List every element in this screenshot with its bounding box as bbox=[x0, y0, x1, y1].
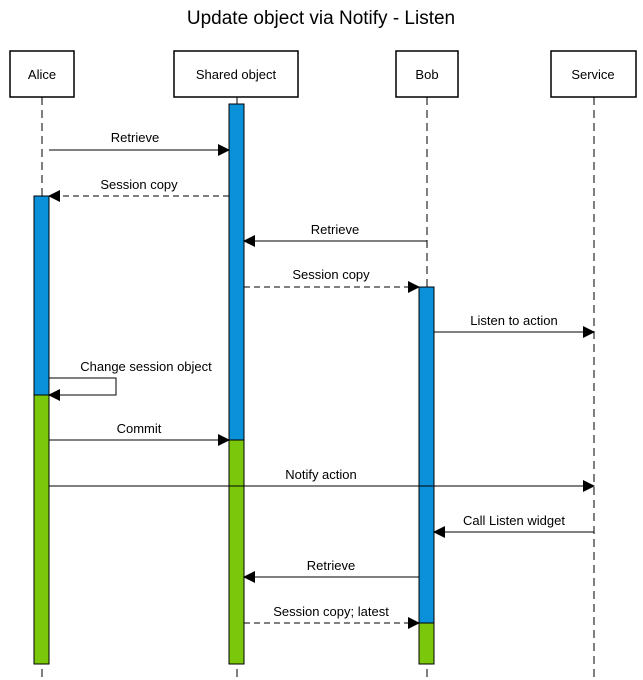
message-label: Retrieve bbox=[307, 558, 355, 573]
messages: Retrieve Session copy Retrieve Session c… bbox=[48, 130, 595, 629]
message-change-session-object: Change session object bbox=[48, 359, 212, 401]
activation-bob-1 bbox=[418, 286, 435, 624]
message-notify-action: Notify action bbox=[49, 467, 595, 492]
participant-shared-object-label: Shared object bbox=[196, 67, 277, 82]
participant-bob-label: Bob bbox=[415, 67, 438, 82]
activation-bars bbox=[33, 103, 435, 665]
participant-alice: Alice bbox=[9, 50, 75, 98]
message-label: Call Listen widget bbox=[463, 513, 565, 528]
message-session-copy-bob: Session copy bbox=[244, 267, 420, 293]
message-label: Session copy; latest bbox=[273, 604, 389, 619]
message-label: Retrieve bbox=[111, 130, 159, 145]
participant-service-label: Service bbox=[571, 67, 614, 82]
message-label: Listen to action bbox=[470, 313, 557, 328]
activation-alice-2 bbox=[33, 394, 50, 665]
message-label: Session copy bbox=[292, 267, 370, 282]
participant-service: Service bbox=[550, 50, 637, 98]
message-session-copy-alice: Session copy bbox=[48, 177, 229, 202]
message-label: Notify action bbox=[285, 467, 357, 482]
message-retrieve-alice: Retrieve bbox=[49, 130, 230, 156]
message-label: Change session object bbox=[80, 359, 212, 374]
participant-shared-object: Shared object bbox=[173, 50, 299, 98]
message-label: Session copy bbox=[100, 177, 178, 192]
participant-bob: Bob bbox=[395, 50, 459, 98]
participant-alice-label: Alice bbox=[28, 67, 56, 82]
message-session-copy-latest: Session copy; latest bbox=[244, 604, 420, 629]
activation-shared-object-2 bbox=[228, 439, 245, 665]
message-commit: Commit bbox=[49, 421, 230, 446]
message-label: Commit bbox=[117, 421, 162, 436]
activation-alice-1 bbox=[33, 195, 50, 396]
message-label: Retrieve bbox=[311, 222, 359, 237]
message-retrieve-bob: Retrieve bbox=[243, 222, 427, 247]
activation-shared-object-1 bbox=[228, 103, 245, 441]
message-listen-to-action: Listen to action bbox=[434, 313, 595, 338]
participant-headers: Alice Shared object Bob Service bbox=[9, 50, 637, 98]
message-retrieve-latest: Retrieve bbox=[243, 558, 419, 583]
activation-bob-2 bbox=[418, 622, 435, 665]
message-call-listen-widget: Call Listen widget bbox=[433, 513, 594, 538]
diagram-title: Update object via Notify - Listen bbox=[187, 8, 455, 29]
